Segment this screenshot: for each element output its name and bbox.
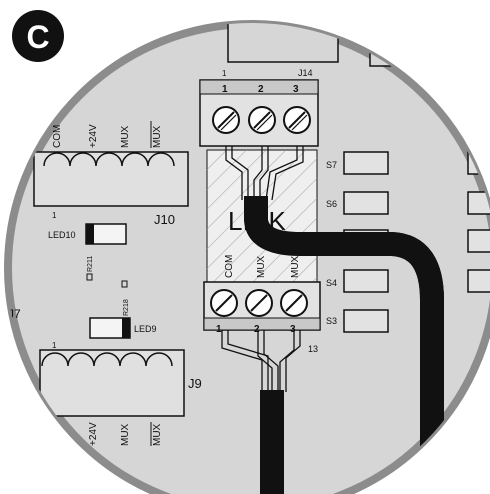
led9-component bbox=[89, 317, 131, 339]
led10-component bbox=[85, 223, 127, 245]
upper-cable-overlay bbox=[300, 232, 444, 494]
link-pin-com: COM bbox=[224, 255, 235, 278]
r218-label: R218 bbox=[123, 299, 130, 316]
lower-pin-1: 1 bbox=[216, 324, 222, 335]
j14-label: J14 bbox=[298, 68, 313, 78]
led9-label: LED9 bbox=[134, 324, 157, 334]
j10-label: J10 bbox=[154, 212, 175, 227]
j9-label: J9 bbox=[188, 376, 202, 391]
switch-label-s3: S3 bbox=[326, 316, 337, 326]
j10-pin-com: COM bbox=[52, 125, 63, 148]
j14-pin1-label: 1 bbox=[222, 69, 227, 78]
j10-connector bbox=[33, 151, 189, 207]
j14-wires bbox=[225, 146, 304, 201]
lower-terminal-block bbox=[203, 281, 321, 331]
j14-pin-1: 1 bbox=[222, 84, 228, 95]
j10-pin-24v: +24V bbox=[88, 124, 99, 148]
j10-pin-mux-2: MUX bbox=[152, 125, 163, 148]
lower-wires bbox=[221, 330, 301, 392]
lower-pin-2: 2 bbox=[254, 324, 260, 335]
j14-terminal-block bbox=[199, 79, 319, 147]
link-pin-mux-2: MUX bbox=[290, 255, 301, 278]
r211-pad bbox=[86, 273, 93, 281]
j9-pin-mux-2: MUX bbox=[152, 423, 163, 446]
switch-pad-s6 bbox=[343, 191, 389, 215]
j9-pin-24v: +24V bbox=[88, 422, 99, 446]
figure-badge-letter: C bbox=[26, 19, 49, 55]
switch-label-s4: S4 bbox=[326, 278, 337, 288]
j10-pin1-label: 1 bbox=[52, 211, 57, 220]
j14-pin-2: 2 bbox=[258, 84, 264, 95]
j9-connector bbox=[39, 349, 185, 417]
switch-pad-s3 bbox=[343, 309, 389, 333]
j10-pin-mux-1: MUX bbox=[120, 125, 131, 148]
switch-pad-s7 bbox=[343, 151, 389, 175]
led10-label: LED10 bbox=[48, 230, 76, 240]
j9-pin-mux-1: MUX bbox=[120, 423, 131, 446]
switch-pad-s4 bbox=[343, 269, 389, 293]
lower-block-end-label: 13 bbox=[308, 344, 318, 354]
r211-label: R211 bbox=[87, 256, 94, 272]
switch-label-s6: S6 bbox=[326, 199, 337, 209]
lower-pin-3: 3 bbox=[290, 324, 296, 335]
r218-pad bbox=[121, 280, 128, 288]
j9-pin1-label: 1 bbox=[52, 341, 57, 350]
switch-label-s7: S7 bbox=[326, 160, 337, 170]
link-pin-mux-1: MUX bbox=[256, 255, 267, 278]
figure-badge bbox=[12, 10, 64, 62]
j14-pin-3: 3 bbox=[293, 84, 299, 95]
